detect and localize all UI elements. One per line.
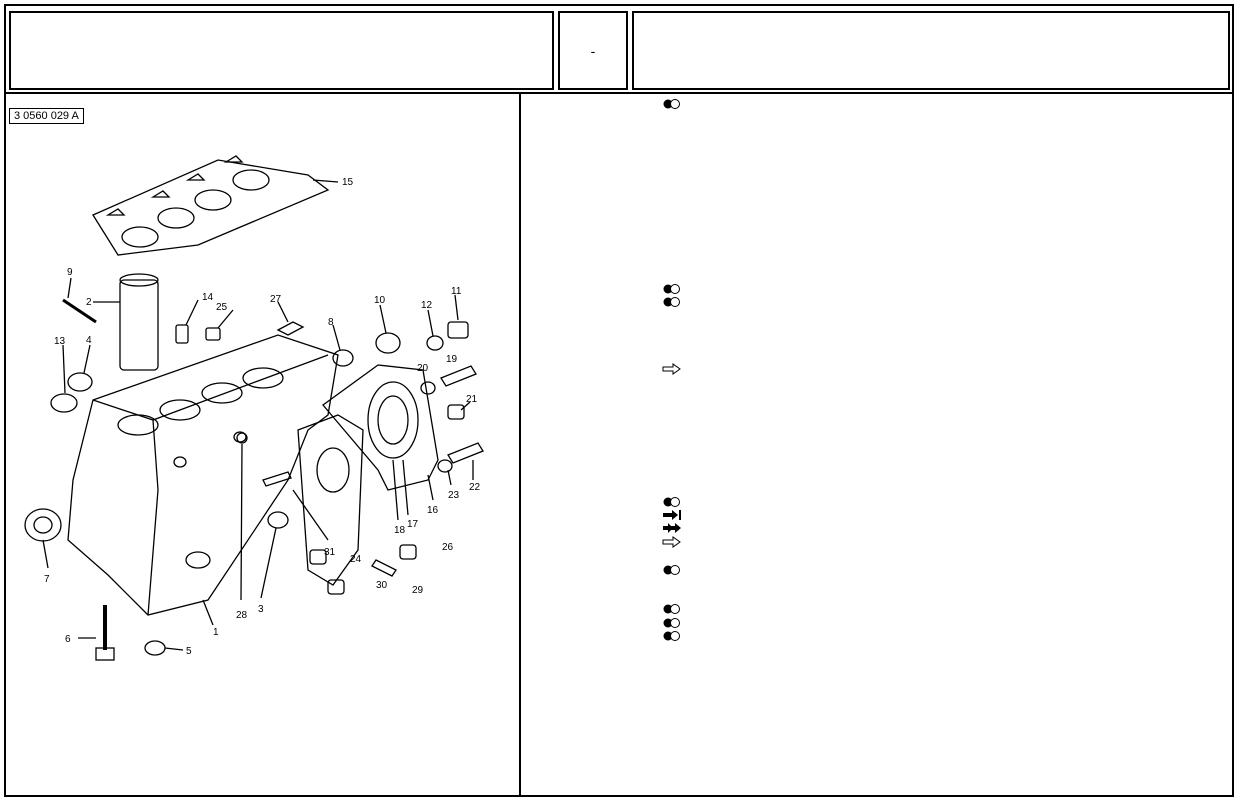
callout-23: 23 <box>448 490 460 501</box>
half-filled-circles-icon <box>663 631 680 641</box>
figure-reference: 3 0560 029 A <box>9 108 84 124</box>
half-filled-circles-icon <box>663 497 680 507</box>
callout-18: 18 <box>394 525 406 536</box>
callout-12: 12 <box>421 300 433 311</box>
header-middle-box: - <box>558 11 628 90</box>
callout-10: 10 <box>374 295 386 306</box>
outline-arrow-icon <box>662 536 681 548</box>
callout-7: 7 <box>44 574 50 585</box>
header-divider <box>6 92 1232 94</box>
callout-24: 24 <box>350 554 362 565</box>
callout-25: 25 <box>216 302 228 313</box>
callout-16: 16 <box>427 505 439 516</box>
half-filled-circles-icon <box>663 99 680 109</box>
outline-arrow-icon <box>662 363 681 375</box>
callout-17: 17 <box>407 519 419 530</box>
callout-9: 9 <box>67 267 73 278</box>
callout-31: 31 <box>324 547 336 558</box>
callout-11: 11 <box>451 286 462 297</box>
callout-20: 20 <box>417 363 429 374</box>
callout-19: 19 <box>446 354 458 365</box>
header-left-box <box>9 11 554 90</box>
header-right-box <box>632 11 1230 90</box>
column-divider <box>519 92 521 796</box>
callout-5: 5 <box>186 646 192 657</box>
page-frame <box>4 4 1234 797</box>
callout-29: 29 <box>412 585 424 596</box>
half-filled-circles-icon <box>663 284 680 294</box>
callout-8: 8 <box>328 317 334 328</box>
callout-30: 30 <box>376 580 388 591</box>
callout-4: 4 <box>86 335 92 346</box>
half-filled-circles-icon <box>663 604 680 614</box>
callout-3: 3 <box>258 604 264 615</box>
callout-1: 1 <box>213 627 219 638</box>
callout-21: 21 <box>466 394 478 405</box>
callout-13: 13 <box>54 336 66 347</box>
callout-6: 6 <box>65 634 71 645</box>
callout-27: 27 <box>270 294 282 305</box>
callout-28: 28 <box>236 610 248 621</box>
callout-26: 26 <box>442 542 454 553</box>
callout-15: 15 <box>342 177 354 188</box>
callout-14: 14 <box>202 292 214 303</box>
callout-2: 2 <box>86 297 92 308</box>
half-filled-circles-icon <box>663 297 680 307</box>
engine-block-exploded-view: 1 2 3 4 5 6 7 8 9 10 11 12 13 14 15 16 1… <box>24 155 484 661</box>
callout-22: 22 <box>469 482 481 493</box>
half-filled-circles-icon <box>663 565 680 575</box>
arrow-bar-icon <box>663 510 681 520</box>
half-filled-circles-icon <box>663 618 680 628</box>
double-arrow-icon <box>663 523 681 533</box>
